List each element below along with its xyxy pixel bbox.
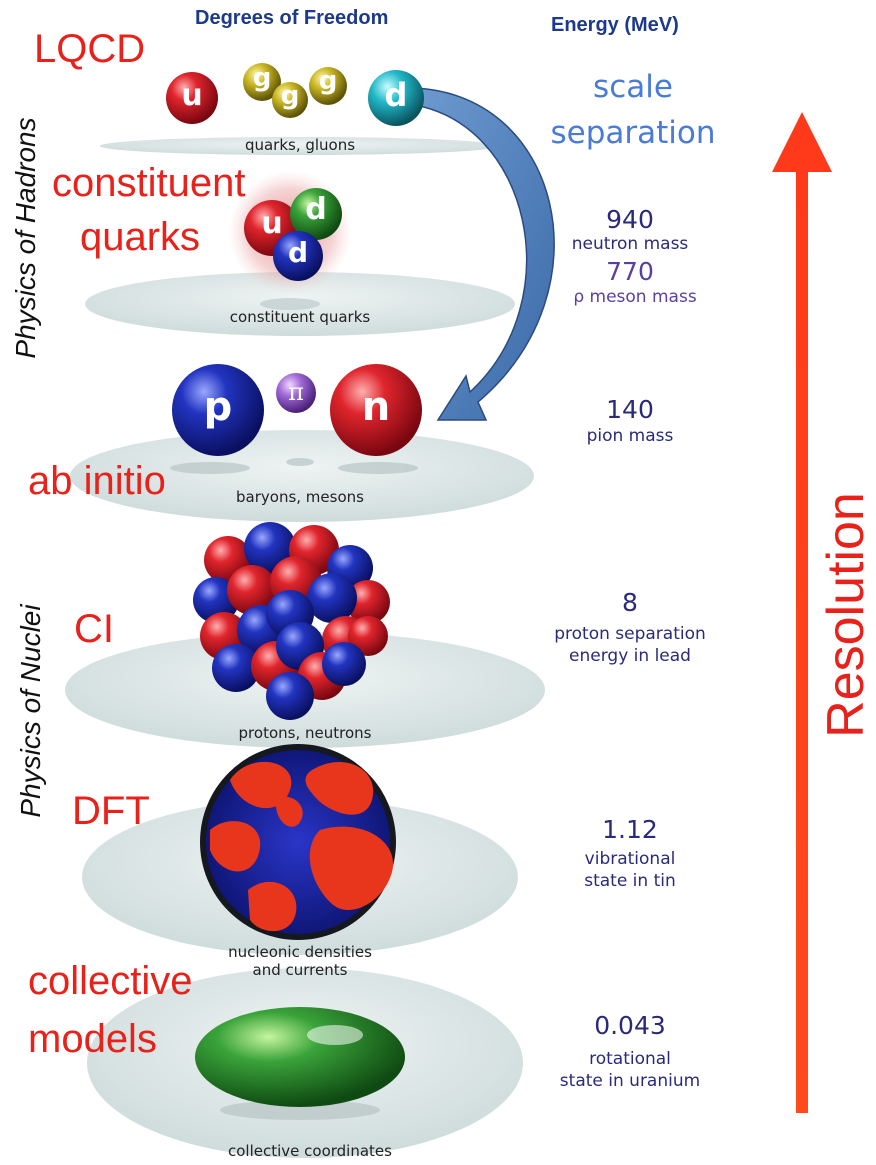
method-ab-initio: ab initio	[28, 459, 166, 503]
method-collective-line1: collective	[28, 959, 193, 1003]
disc-quarks-gluons	[100, 137, 500, 155]
constituent-label-d-bottom: d	[287, 236, 309, 269]
energy-pion-value: 140	[606, 395, 654, 424]
constituent-d-sphere-bottom	[273, 231, 323, 281]
energy-rho-desc: ρ meson mass	[573, 287, 697, 307]
resolution-label: Resolution	[817, 492, 875, 738]
pion-label: π	[288, 378, 304, 406]
method-lqcd: LQCD	[34, 27, 146, 71]
method-ci: CI	[74, 607, 114, 651]
energy-pion-desc: pion mass	[586, 426, 674, 446]
disc-baryons-mesons	[70, 430, 534, 522]
method-constituent-line2: quarks	[80, 215, 201, 259]
gluon-sphere-2	[272, 82, 308, 118]
energy-vib-desc-line2: state in tin	[584, 871, 676, 891]
energy-header: Energy (MeV)	[551, 14, 679, 36]
gluon-sphere-3	[309, 67, 347, 105]
level-nucleonic-line1: nucleonic densities	[228, 943, 372, 961]
nucleus-cluster	[193, 522, 390, 720]
quark-u-sphere	[166, 72, 218, 124]
constituent-label-u: u	[261, 206, 283, 241]
energy-proton-sep-desc-line2: energy in lead	[569, 646, 691, 666]
level-nucleonic-line2: and currents	[252, 961, 348, 979]
energy-neutron-value: 940	[606, 205, 654, 234]
energy-vib-desc-line1: vibrational	[584, 849, 676, 869]
particle-label-g2: g	[280, 81, 300, 111]
nucleonic-density-blob	[200, 744, 396, 940]
proton-label: p	[203, 384, 233, 430]
energy-rot-desc-line2: state in uranium	[559, 1071, 701, 1091]
energy-rot-value: 0.043	[594, 1011, 666, 1040]
quark-d-sphere	[368, 70, 424, 126]
method-constituent-line1: constituent	[52, 161, 246, 205]
gluon-sphere-1	[243, 63, 281, 101]
energy-vib-value: 1.12	[602, 815, 658, 844]
method-dft: DFT	[72, 789, 150, 833]
level-collective-coordinates: collective coordinates	[228, 1142, 392, 1160]
degrees-of-freedom-header: Degrees of Freedom	[195, 7, 389, 29]
particle-label-g1: g	[252, 63, 272, 93]
energy-proton-sep-value: 8	[622, 588, 638, 617]
pion-sphere	[276, 373, 316, 413]
particle-label-u: u	[181, 78, 203, 113]
constituent-label-d-top: d	[305, 192, 327, 227]
constituent-d-sphere-top	[290, 188, 342, 240]
energy-rho-value: 770	[606, 257, 654, 286]
level-protons-neutrons: protons, neutrons	[238, 724, 372, 742]
collective-ellipsoid	[195, 1007, 405, 1107]
neutron-sphere	[330, 364, 422, 456]
energy-scale-line1: scale	[593, 69, 673, 105]
energy-scale-line2: separation	[550, 115, 716, 151]
particle-label-d: d	[384, 76, 408, 114]
level-baryons-mesons: baryons, mesons	[236, 488, 364, 506]
resolution-arrow-shaft	[796, 168, 808, 1113]
particle-label-g3: g	[318, 66, 338, 96]
scale-separation-arrow	[407, 87, 555, 421]
level-constituent-quarks: constituent quarks	[229, 308, 371, 326]
resolution-arrow-head	[772, 112, 832, 172]
method-collective-line2: models	[28, 1017, 157, 1061]
energy-rot-desc-line1: rotational	[589, 1049, 671, 1069]
energy-proton-sep-desc-line1: proton separation	[554, 624, 706, 644]
neutron-label: n	[361, 384, 391, 430]
energy-neutron-desc: neutron mass	[571, 234, 689, 254]
level-quarks-gluons: quarks, gluons	[244, 136, 356, 154]
proton-sphere	[172, 364, 264, 456]
